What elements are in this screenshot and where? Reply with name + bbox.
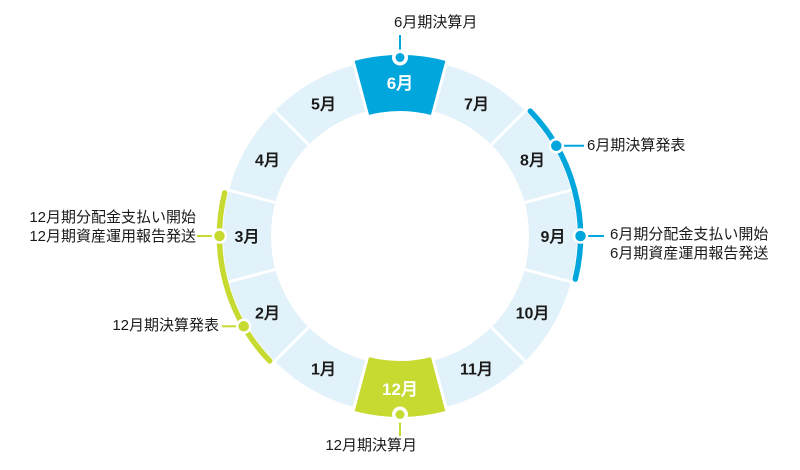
- month-label-december: 12月: [382, 380, 418, 399]
- segment-january: [274, 327, 367, 407]
- february-event-dot: [235, 318, 252, 335]
- annotation-june-payout-line2: 6月期資産運用報告発送: [610, 245, 769, 262]
- month-label-february: 2月: [255, 304, 280, 322]
- march-event-dot: [211, 228, 228, 244]
- segment-divider: [514, 265, 581, 286]
- segment-divider: [350, 350, 371, 417]
- annotation-dec-payout: 12月期分配金支払い開始 12月期資産運用報告発送: [29, 208, 196, 246]
- june-month-marker: [395, 53, 405, 62]
- segment-july: [433, 65, 526, 145]
- december-month-marker: [395, 410, 405, 419]
- month-label-october: 10月: [516, 304, 550, 322]
- annotation-dec-payout-line1: 12月期分配金支払い開始: [29, 209, 196, 226]
- annotation-june-payout-line1: 6月期分配金支払い開始: [610, 226, 769, 243]
- segment-march: [222, 190, 276, 282]
- annotation-dec-payout-line2: 12月期資産運用報告発送: [29, 228, 196, 245]
- annotation-june-closing-month: 6月期決算月: [394, 14, 478, 31]
- segment-divider: [219, 265, 286, 286]
- month-label-august: 8月: [520, 151, 545, 169]
- month-label-january: 1月: [311, 360, 336, 378]
- segment-divider: [266, 319, 317, 370]
- segment-april: [229, 110, 309, 203]
- annotation-dec-results-announcement: 12月期決算発表: [112, 317, 219, 334]
- segment-june: [353, 55, 447, 116]
- segment-november: [433, 327, 526, 407]
- segment-september: [524, 190, 578, 282]
- month-label-september: 9月: [541, 228, 566, 246]
- segment-divider: [483, 102, 534, 153]
- segment-divider: [350, 55, 371, 122]
- segment-december: [353, 356, 447, 417]
- month-label-july: 7月: [464, 95, 489, 113]
- september-event-dot: [572, 228, 589, 244]
- segment-august: [491, 110, 571, 203]
- august-event-dot: [548, 138, 565, 154]
- segment-february: [229, 269, 309, 362]
- month-label-november: 11月: [460, 360, 493, 378]
- segment-october: [491, 269, 571, 362]
- month-label-may: 5月: [311, 95, 336, 113]
- month-label-march: 3月: [235, 228, 260, 246]
- segment-divider: [219, 186, 286, 207]
- december-period-arc: [216, 190, 273, 364]
- segment-divider: [429, 350, 450, 417]
- annotation-june-payout: 6月期分配金支払い開始 6月期資産運用報告発送: [610, 225, 768, 263]
- june-period-arc: [527, 108, 584, 282]
- segment-divider: [266, 102, 317, 153]
- month-label-june: 6月: [387, 74, 413, 93]
- month-label-april: 4月: [255, 151, 280, 169]
- segment-divider: [514, 186, 581, 207]
- annotation-dec-closing-month: 12月期決算月: [325, 437, 417, 454]
- segment-divider: [429, 55, 450, 122]
- annotation-june-results-announcement: 6月期決算発表: [587, 137, 686, 154]
- segment-divider: [483, 319, 534, 370]
- segment-may: [274, 65, 367, 145]
